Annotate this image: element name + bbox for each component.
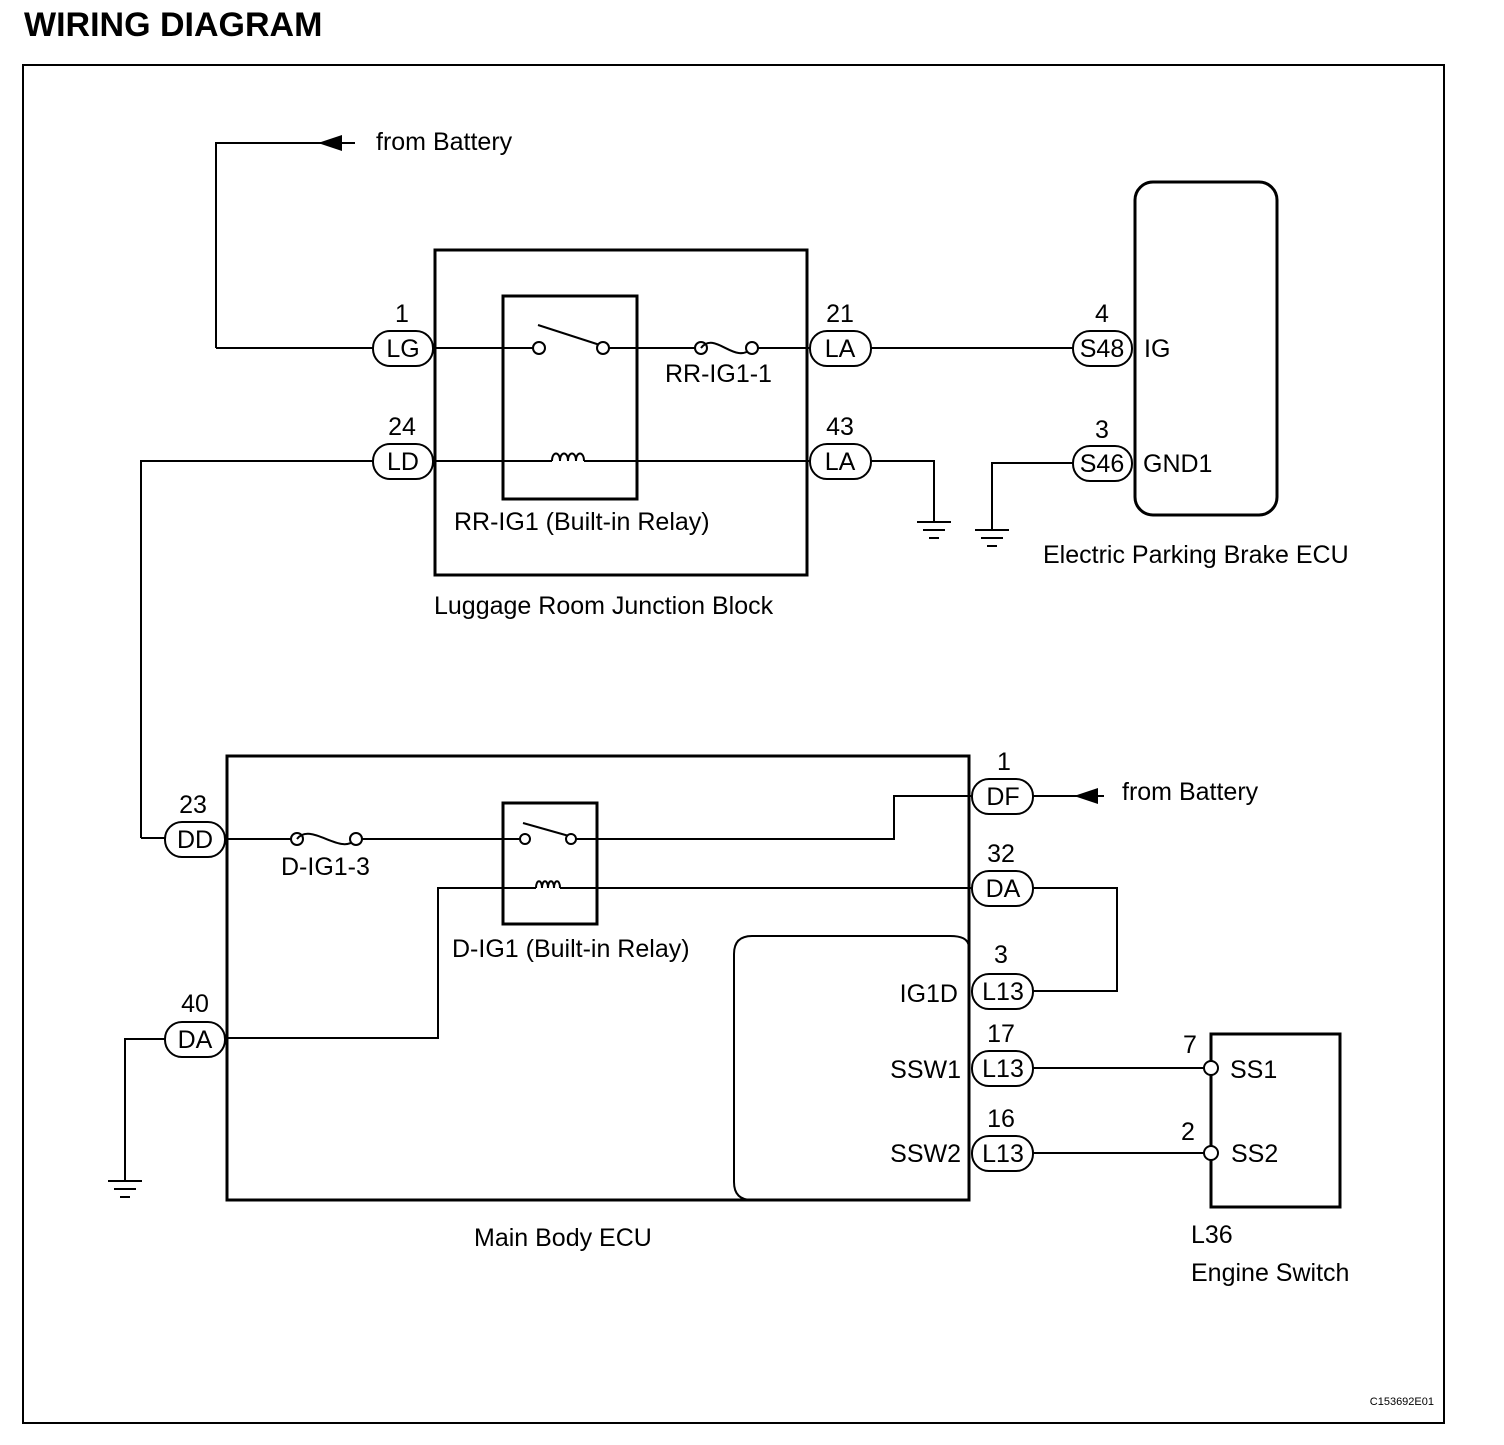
engine-switch-id: L36 [1191,1221,1233,1249]
d-ig1-3-fuse-label: D-IG1-3 [281,853,370,881]
d-ig1-relay-box [501,801,599,926]
pin-number: 7 [1183,1031,1197,1059]
connector-l13-3 [971,973,1034,1010]
connector-lg [372,330,434,367]
wire-ld-to-dd [140,460,373,838]
main-body-ecu-inner-block [733,935,970,1201]
connector-label: L13 [982,1140,1024,1168]
signal-label-ss2: SS2 [1231,1140,1278,1168]
relay-coil-icon [551,452,585,462]
relay-coil-icon [535,880,561,889]
from-battery-label-top: from Battery [376,128,513,156]
fuse-icon [700,341,753,355]
luggage-room-junction-block-label: Luggage Room Junction Block [434,592,774,620]
terminal-ss1 [1203,1060,1219,1076]
pin-number: 16 [987,1105,1015,1133]
main-body-ecu [225,754,971,1202]
pin-number: 4 [1095,300,1109,328]
pin-number: 32 [987,840,1015,868]
signal-label-ig1d: IG1D [900,980,958,1008]
connector-label: DD [177,826,213,854]
wire-da-to-ig1d [1033,887,1118,992]
rr-ig1-relay-label: RR-IG1 (Built-in Relay) [454,508,710,536]
connector-label: L13 [982,1055,1024,1083]
ground-wire [991,462,1073,530]
signal-label-ssw2: SSW2 [890,1140,961,1168]
pin-number: 3 [1095,416,1109,444]
fuse-terminal [745,341,759,355]
figure-code: C153692E01 [1370,1396,1434,1408]
pin-number: 3 [994,941,1008,969]
pin-number: 1 [997,748,1011,776]
connector-label: S46 [1080,450,1124,478]
connector-label: LD [387,448,419,476]
relay-switch-blade [522,822,570,837]
pin-number: 1 [395,300,409,328]
connector-label: L13 [982,978,1024,1006]
pin-number: 24 [388,413,416,441]
connector-label: LA [825,335,856,363]
signal-label-ig: IG [1144,335,1170,363]
electric-parking-brake-ecu-label: Electric Parking Brake ECU [1043,541,1349,569]
terminal-ss2 [1203,1145,1219,1161]
connector-s48 [1072,330,1133,367]
connector-label: LG [386,335,419,363]
fuse-terminal [349,832,363,846]
signal-label-ss1: SS1 [1230,1056,1277,1084]
ground-wire [871,460,935,522]
switch-contact [519,833,531,845]
luggage-room-junction-block [433,248,809,577]
rr-ig1-1-fuse-label: RR-IG1-1 [665,360,772,388]
from-battery-label-bottom: from Battery [1122,778,1259,806]
switch-contact [532,341,546,355]
arrow-icon [318,135,342,151]
signal-label-gnd1: GND1 [1143,450,1212,478]
connector-label: DF [986,783,1019,811]
ground-icon [917,521,951,539]
connector-label: DA [178,1026,213,1054]
connector-da-40 [164,1021,226,1058]
battery-feed-wire-top [215,142,355,348]
rr-ig1-relay-box [501,294,639,501]
relay-switch-blade [537,324,604,347]
signal-label-ssw1: SSW1 [890,1056,961,1084]
engine-switch-label: Engine Switch [1191,1259,1349,1287]
pin-number: 2 [1181,1118,1195,1146]
d-ig1-relay-label: D-IG1 (Built-in Relay) [452,935,690,963]
pin-number: 23 [179,791,207,819]
main-body-ecu-label: Main Body ECU [474,1224,652,1252]
pin-number: 17 [987,1020,1015,1048]
arrow-icon [1074,788,1098,804]
diagram-frame [22,64,1445,1424]
pin-number: 43 [826,413,854,441]
wire [225,887,536,1039]
switch-contact [565,833,577,845]
electric-parking-brake-ecu [1133,180,1279,517]
ground-icon [975,529,1009,547]
pin-number: 21 [826,300,854,328]
connector-label: DA [986,875,1021,903]
ground-wire [124,1038,165,1181]
engine-switch [1209,1032,1342,1209]
diagram-title: WIRING DIAGRAM [24,6,322,44]
connector-label: S48 [1080,335,1124,363]
pin-number: 40 [181,990,209,1018]
fuse-icon [296,832,357,846]
ground-icon [108,1180,142,1198]
switch-contact [596,341,610,355]
connector-label: LA [825,448,856,476]
wire [576,795,972,840]
